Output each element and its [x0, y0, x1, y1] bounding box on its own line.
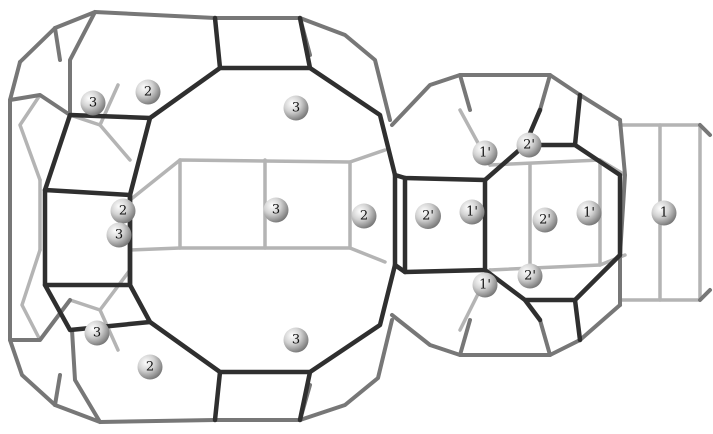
cation-site: 3: [85, 321, 110, 346]
site-label: 2': [539, 213, 551, 228]
site-label: 2: [360, 209, 368, 224]
cation-site: 2': [517, 133, 542, 158]
site-label: 1': [466, 205, 478, 220]
cation-site: 2': [518, 264, 543, 289]
cation-site: 3: [284, 96, 309, 121]
cation-site: 2: [111, 199, 136, 224]
cation-site: 1': [460, 200, 485, 225]
site-label: 2: [144, 85, 152, 100]
site-label: 3: [292, 101, 300, 116]
site-label: 1': [479, 278, 491, 293]
site-label: 3: [93, 326, 101, 341]
site-label: 1: [660, 206, 668, 221]
cation-site: 1: [652, 201, 677, 226]
cation-site: 2: [138, 355, 163, 380]
cation-site: 2': [533, 208, 558, 233]
site-label: 1': [583, 206, 595, 221]
cation-site: 2': [415, 203, 441, 229]
site-label: 3: [292, 333, 300, 348]
site-label: 3: [272, 203, 280, 218]
site-label: 2': [523, 138, 535, 153]
site-label: 3: [89, 96, 97, 111]
site-label: 1': [479, 146, 491, 161]
site-label: 2': [422, 209, 434, 224]
cation-site: 2: [136, 80, 161, 105]
site-label: 2: [146, 360, 154, 375]
site-label: 3: [115, 228, 123, 243]
cation-site: 3: [81, 91, 106, 116]
cation-site: 2: [352, 204, 377, 229]
cation-site: 3: [264, 198, 289, 223]
cation-site: 1': [473, 141, 498, 166]
cation-site: 1': [473, 273, 498, 298]
cation-site: 3: [284, 328, 309, 353]
cation-site: 3: [107, 223, 132, 248]
site-label: 2: [119, 204, 127, 219]
cation-site: 1': [577, 201, 602, 226]
site-label: 2': [524, 269, 536, 284]
